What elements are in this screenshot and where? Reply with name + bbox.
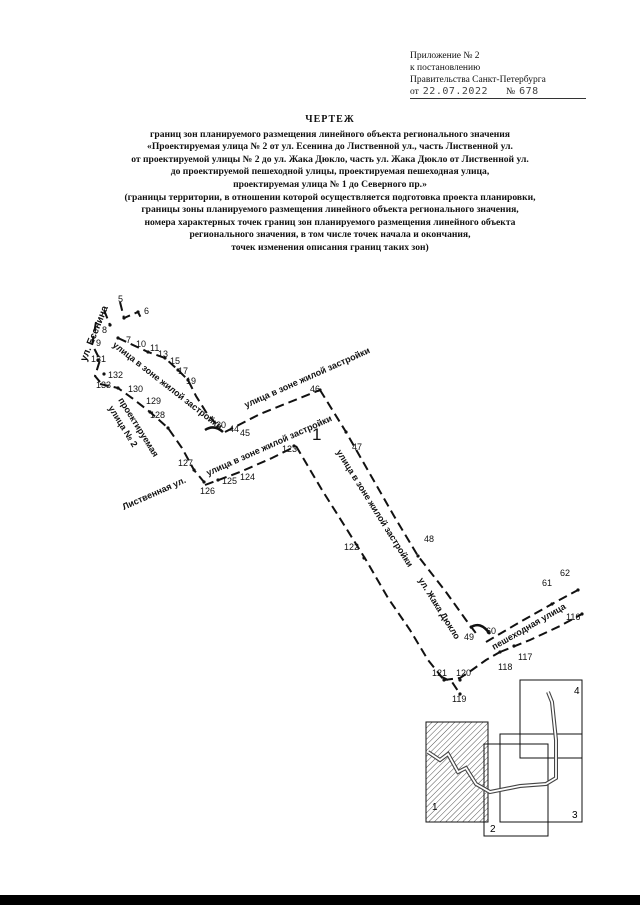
document-heading: ЧЕРТЕЖ bbox=[305, 114, 355, 125]
point-label: 49 bbox=[464, 632, 474, 642]
title-line: от проектируемой улицы № 2 до ул. Жака Д… bbox=[131, 153, 529, 165]
point-label: 8 bbox=[102, 325, 107, 335]
scan-bottom-edge bbox=[0, 895, 640, 905]
sheet-number: 2 bbox=[490, 824, 496, 835]
point-label: 123 bbox=[282, 444, 297, 454]
number-prefix: № bbox=[506, 87, 516, 97]
subtitle-line: (границы территории, в отношении которой… bbox=[124, 191, 536, 203]
point-label: 48 bbox=[424, 534, 434, 544]
point-label: 125 bbox=[222, 476, 237, 486]
title-line: границ зон планируемого размещения линей… bbox=[150, 128, 510, 140]
point-label: 7 bbox=[126, 335, 131, 345]
point-label: 17 bbox=[178, 366, 188, 376]
appendix-line-1: Приложение № 2 bbox=[410, 51, 480, 61]
point-label: 5 bbox=[118, 294, 123, 304]
street-label-listvennaya: Лиственная ул. bbox=[121, 475, 188, 512]
sheet-number: 1 bbox=[432, 802, 438, 813]
point-label: 133 bbox=[96, 380, 111, 390]
point-markers bbox=[96, 310, 584, 696]
index-map: 1 2 3 4 bbox=[425, 679, 583, 837]
point-label: 122 bbox=[344, 542, 359, 552]
point-label: 131 bbox=[91, 354, 106, 364]
street-label-pedestrian: пешеходная улица bbox=[490, 601, 568, 652]
subtitle-line: границы зоны планируемого размещения лин… bbox=[141, 204, 519, 216]
point-labels: 5 6 7 8 9 10 11 13 15 17 19 131 132 133 … bbox=[91, 294, 580, 704]
appendix-line-3: Правительства Санкт-Петербурга bbox=[410, 75, 546, 85]
point-label: 20 bbox=[216, 420, 226, 430]
street-labels: ул. Есенина улица в зоне жилой застройки… bbox=[79, 304, 569, 652]
point-label: 130 bbox=[128, 384, 143, 394]
appendix-line-2: к постановлению bbox=[410, 63, 481, 73]
point-label: 124 bbox=[240, 472, 255, 482]
point-label: 45 bbox=[240, 428, 250, 438]
street-label-zone-b: улица в зоне жилой застройки bbox=[243, 345, 372, 410]
point-label: 11 bbox=[150, 343, 159, 353]
date-prefix: от bbox=[410, 87, 419, 97]
appendix-header: Приложение № 2 к постановлению Правитель… bbox=[410, 50, 600, 99]
decree-number: 678 bbox=[519, 86, 539, 97]
point-label: 118 bbox=[498, 662, 512, 672]
point-label: 6 bbox=[144, 306, 149, 316]
title-block: ЧЕРТЕЖ границ зон планируемого размещени… bbox=[50, 114, 610, 255]
point-label: 61 bbox=[542, 578, 552, 588]
point-label: 13 bbox=[158, 349, 168, 359]
point-label: 47 bbox=[352, 442, 362, 452]
point-label: 10 bbox=[136, 339, 146, 349]
point-label: 119 bbox=[452, 694, 466, 704]
zone-boundary bbox=[90, 301, 583, 695]
point-label: 120 bbox=[456, 668, 471, 678]
point-label: 60 bbox=[486, 626, 496, 636]
point-label: 126 bbox=[200, 486, 215, 496]
sheet-number: 3 bbox=[572, 810, 578, 821]
subtitle-line: точек изменения описания границ таких зо… bbox=[231, 241, 429, 253]
title-line: проектируемая улица № 1 до Северного пр.… bbox=[233, 178, 427, 190]
zone-number: 1 bbox=[312, 425, 321, 444]
street-label-duclos: ул. Жака Дюкло bbox=[416, 576, 462, 642]
point-label: 9 bbox=[96, 338, 101, 348]
point-label: 117 bbox=[518, 652, 532, 662]
point-label: 127 bbox=[178, 458, 193, 468]
boundary-hook bbox=[469, 623, 492, 635]
point-label: 19 bbox=[186, 376, 196, 386]
boundary-hook bbox=[204, 426, 224, 433]
decree-line: от 22.07.2022 № 678 bbox=[410, 86, 586, 99]
decree-date: 22.07.2022 bbox=[422, 86, 488, 97]
subtitle-line: регионального значения, в том числе точе… bbox=[189, 229, 471, 241]
point-label: 128 bbox=[150, 410, 165, 420]
point-label: 15 bbox=[170, 356, 180, 366]
sheet-number: 4 bbox=[574, 686, 580, 697]
point-label: 121 bbox=[432, 668, 447, 678]
title-line: до проектируемой пешеходной улицы, проек… bbox=[170, 166, 490, 178]
point-label: 62 bbox=[560, 568, 570, 578]
subtitle-line: номера характерных точек границ зон план… bbox=[144, 216, 516, 228]
point-label: 129 bbox=[146, 396, 161, 406]
point-label: 116 bbox=[566, 612, 580, 622]
point-label: 132 bbox=[108, 370, 123, 380]
point-label: 46 bbox=[310, 384, 320, 394]
point-label: 44 bbox=[229, 424, 239, 434]
title-line: «Проектируемая улица № 2 от ул. Есенина … bbox=[147, 141, 513, 153]
